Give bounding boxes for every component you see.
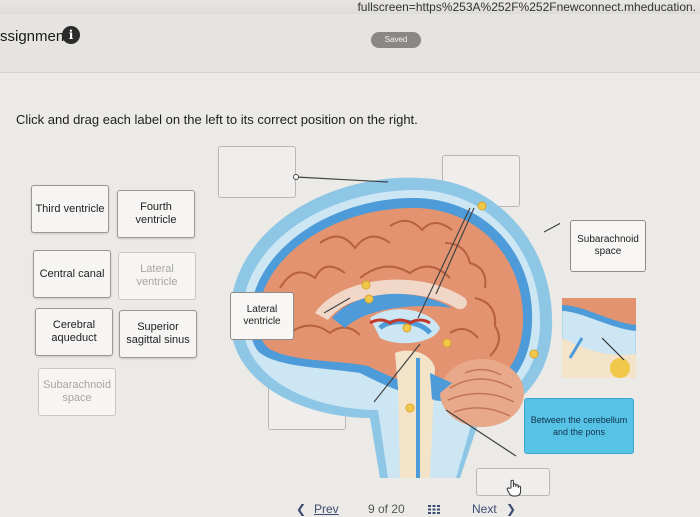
placed-label-subarachnoid-space[interactable]: Subarachnoid space: [570, 220, 646, 272]
next-button[interactable]: Next: [472, 502, 497, 516]
info-icon[interactable]: i: [62, 26, 80, 44]
page-position: 9 of 20: [368, 502, 405, 516]
instruction-text: Click and drag each label on the left to…: [16, 112, 418, 127]
hand-cursor-icon: [506, 479, 522, 497]
label-tile-subarachnoid-space: Subarachnoid space: [38, 368, 116, 416]
brain-sagittal-diagram: [230, 174, 560, 478]
chevron-left-icon[interactable]: ❮: [296, 502, 307, 516]
label-tile-lateral-ventricle: Lateral ventricle: [118, 252, 196, 300]
tooltip-between-cerebellum-pons: Between the cerebellum and the pons: [524, 398, 634, 454]
prev-button[interactable]: Prev: [314, 502, 339, 516]
saved-status-badge: Saved: [371, 32, 421, 48]
label-tile-fourth-ventricle[interactable]: Fourth ventricle: [117, 190, 195, 238]
grid-icon[interactable]: [428, 505, 440, 514]
url-text: fullscreen=https%253A%252F%252Fnewconnec…: [357, 0, 696, 14]
assignment-header: ssignment i Saved: [0, 14, 700, 73]
chevron-right-icon[interactable]: ❯: [506, 502, 517, 516]
page-title: ssignment: [0, 28, 69, 45]
drop-zone-1[interactable]: [218, 146, 296, 198]
meninges-inset: [562, 298, 636, 378]
label-tile-third-ventricle[interactable]: Third ventricle: [31, 185, 109, 233]
label-tile-central-canal[interactable]: Central canal: [33, 250, 111, 298]
placed-label-lateral-ventricle[interactable]: Lateral ventricle: [230, 292, 294, 340]
browser-url-bar[interactable]: fullscreen=https%253A%252F%252Fnewconnec…: [0, 0, 700, 15]
label-tile-superior-sagittal-sinus[interactable]: Superior sagittal sinus: [119, 310, 197, 358]
label-tile-cerebral-aqueduct[interactable]: Cerebral aqueduct: [35, 308, 113, 356]
